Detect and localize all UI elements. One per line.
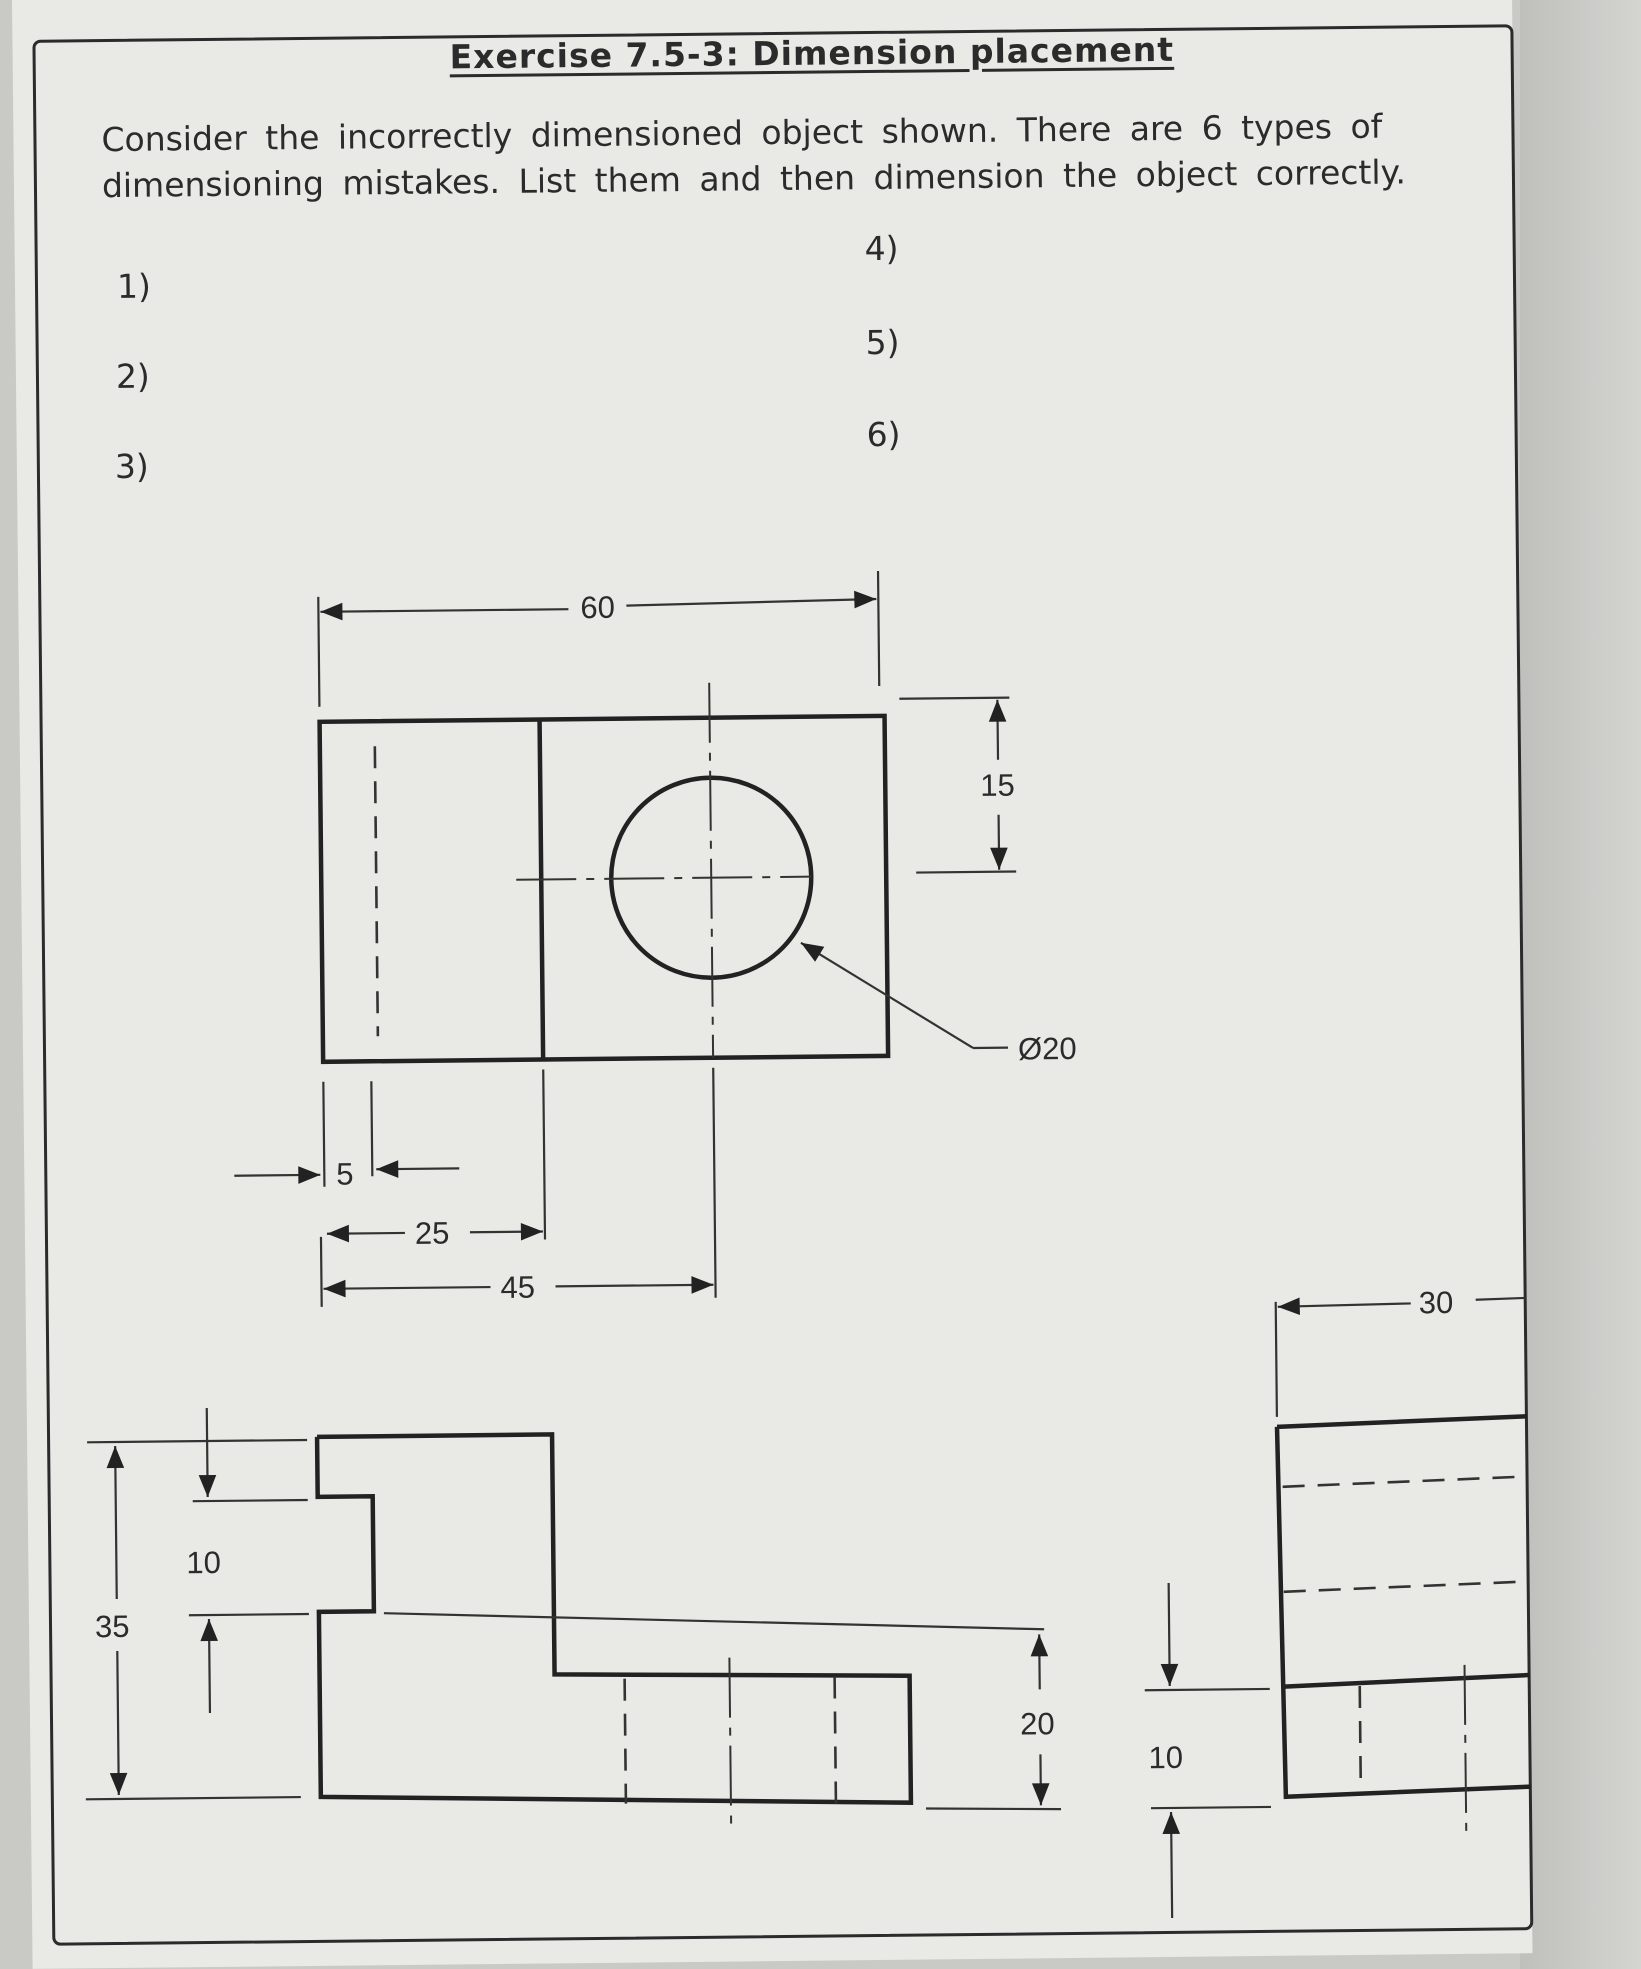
top-view-centerline-v [708, 682, 715, 1058]
worksheet-page: Exercise 7.5-3: Dimension placement Cons… [12, 0, 1534, 1969]
dim-45: 45 [500, 1270, 535, 1305]
dim-15: 15 [980, 768, 1015, 803]
dim-side-10: 10 [1148, 1740, 1183, 1775]
front-view-outline [314, 1432, 914, 1805]
page-edge-shadow [1520, 0, 1641, 1969]
dim-30: 30 [1419, 1285, 1454, 1320]
dim-front-10: 10 [186, 1545, 221, 1580]
top-view-slot-edge [537, 719, 546, 1060]
dim-5: 5 [336, 1156, 354, 1191]
dim-35: 35 [95, 1609, 130, 1644]
dim-diameter-20: Ø20 [1018, 1031, 1077, 1067]
top-view-centerline-h [516, 875, 812, 881]
top-view: 60 15 Ø20 5 25 [234, 570, 1077, 1307]
technical-drawing: 60 15 Ø20 5 25 [85, 570, 1533, 1918]
dim-20: 20 [1020, 1706, 1055, 1741]
dim-60: 60 [580, 590, 615, 625]
top-view-outline [317, 713, 891, 1065]
side-view: 30 10 [1144, 1285, 1533, 1918]
side-view-outline [1274, 1411, 1533, 1800]
dim-25: 25 [415, 1215, 450, 1250]
top-view-hidden-line [373, 746, 380, 1037]
front-view: 35 10 20 [85, 1408, 1062, 1828]
